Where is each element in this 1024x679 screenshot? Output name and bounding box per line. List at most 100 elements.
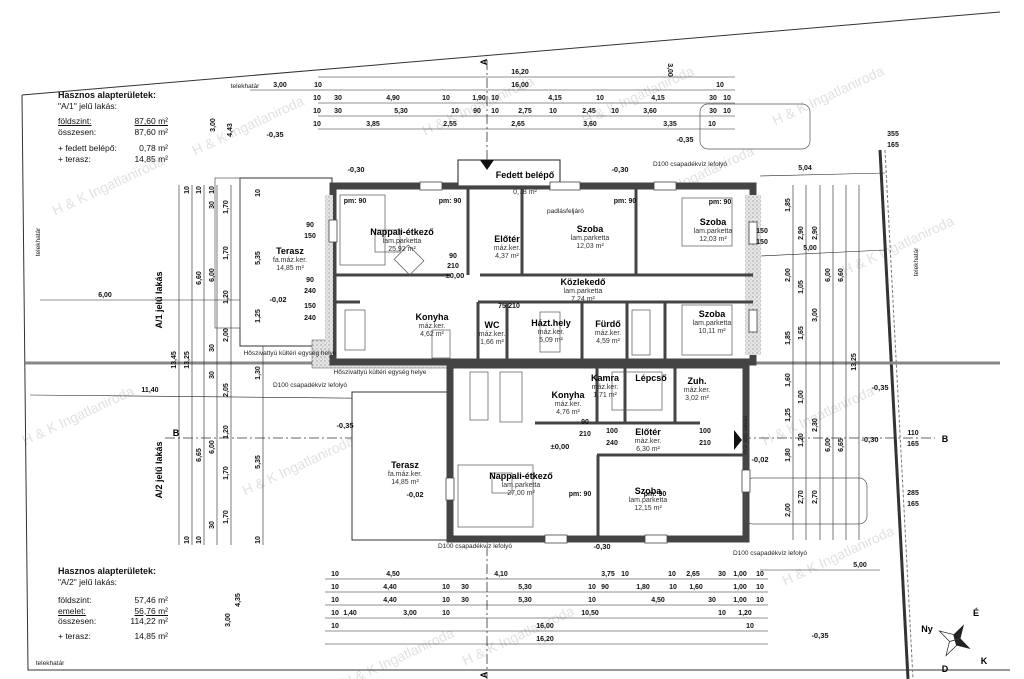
room-finish: máz.ker. [684,387,711,394]
room-finish: máz.ker. [419,323,446,330]
section-marker-label: B [173,428,180,438]
dimension-label: 13,45 [171,351,178,369]
dimension-label: 10 [588,597,596,604]
dimension-label: 2,00 [785,503,792,517]
dimension-label: 30 [718,571,726,578]
room-area: 3,02 m² [685,395,709,402]
dimension-label: 4,43 [227,123,234,137]
section-marker-label: B [942,434,949,444]
legend-a2: Hasznos alapterületek: "A/2" jelű lakás:… [58,566,168,641]
dimension-label: 2,55 [443,121,457,128]
section-marker-label: A [479,58,489,65]
dimension-label: 4,40 [383,597,397,604]
heatpump-label: Hőszivattyú kültéri egység helye [244,350,337,357]
dimension-label: 4,50 [386,571,400,578]
legend-value: 14,85 m² [134,153,168,164]
legend-subtitle: "A/2" jelű lakás: [58,576,117,587]
watermark-text: H & K Ingatlaniroda [769,62,886,128]
attic-hatch-label: padlásfeljáró [547,208,584,215]
dimension-label: 1,00 [733,597,747,604]
room-area: 6,30 m² [636,446,660,453]
terrace-a1 [239,177,333,347]
watermark-text: H & K Ingatlaniroda [189,92,306,158]
room-area: 10,11 m² [698,328,726,335]
room-finish: lam.parketta [694,228,733,235]
dimension-label: 10 [184,186,191,194]
dimension-label: 4,10 [494,571,508,578]
dimension-label: 1,20 [738,610,752,617]
dimension-label: 10 [756,584,764,591]
compass-rose-icon [938,624,971,657]
legend-label: összesen: [58,126,97,137]
dimension-label: 2,75 [518,108,532,115]
room-finish: lam.parketta [693,320,732,327]
dimension-label: 30 [209,521,216,529]
legend-value: 56,76 m² [134,605,168,616]
dimension-label: 3,00 [273,82,287,89]
room-finish: lam.parketta [571,235,610,242]
dimension-label: 10 [756,597,764,604]
dimension-label: 10 [313,121,321,128]
opening-size: 210 [699,440,711,447]
dimension-label: 10 [756,571,764,578]
dimension-label: 10 [669,584,677,591]
level-marker: -0,35 [871,383,888,392]
terrace-a2 [351,391,451,541]
legend-label: + fedett belépő: [58,143,117,153]
dimension-label: 10 [184,536,191,544]
room-name: Kamra [591,373,620,383]
dimension-label: 3,00 [225,613,232,627]
opening-size: 240 [304,288,316,295]
dimension-label: 4,90 [386,95,400,102]
dimension-label: 10 [196,186,203,194]
dimension-label: 90 [473,108,481,115]
legend-value: 57,46 m² [134,595,168,605]
dimension-label: 1,60 [785,373,792,387]
opening-size: 210 [447,263,459,270]
parking-dimension: 165 [887,142,899,149]
room-finish: máz.ker. [592,384,619,391]
dimension-label: 5,00 [853,562,867,569]
opening-size: 100 [606,428,618,435]
terrace-a1-eave [214,177,241,329]
dimension-label: 1,05 [798,280,805,294]
dimension-label: 90 [601,584,609,591]
window-parapet-label: pm: 90 [644,491,667,498]
dimension-label: 5,35 [255,251,262,265]
dimension-label: 4,40 [383,584,397,591]
dimension-label: 5,35 [255,455,262,469]
opening-size: 210 [579,431,591,438]
dimension-label: 4,15 [548,95,562,102]
opening-size: 90 [306,222,314,229]
room-name: WC [485,320,500,330]
room-area: 1,71 m² [593,392,617,399]
room-finish: lam.parketta [564,288,603,295]
dimension-label: 2,00 [785,268,792,282]
legend-value: 14,85 m² [134,630,168,641]
dimension-label: 3,85 [366,121,380,128]
dimension-line [759,249,886,257]
dimension-label: 2,70 [812,490,819,504]
room-name: Nappali-étkező [370,227,434,237]
legend-label: + terasz: [58,630,91,641]
dimension-label: 30 [709,95,717,102]
dimension-label: 6,00 [209,268,216,282]
legend-label: földszint: [58,595,92,605]
dimension-label: 1,25 [255,309,262,323]
property-boundary [21,11,1001,96]
level-marker: -0,30 [861,435,878,444]
dimension-label: 10 [723,108,731,115]
room-finish: máz.ker. [494,245,521,252]
room-area: 14,85 m² [276,265,304,272]
dimension-label: 6,00 [209,440,216,454]
dimension-label: 10 [442,95,450,102]
dimension-label: 10 [196,536,203,544]
room-area: 4,59 m² [596,338,620,345]
room-name: Szoba [577,224,604,234]
level-marker: -0,30 [611,165,628,174]
room-area: 5,09 m² [539,337,563,344]
room-name: Zuh. [688,376,707,386]
dimension-label: 1,20 [798,433,805,447]
dimension-label: 30 [334,95,342,102]
legend-title: Hasznos alapterületek: [58,566,157,576]
